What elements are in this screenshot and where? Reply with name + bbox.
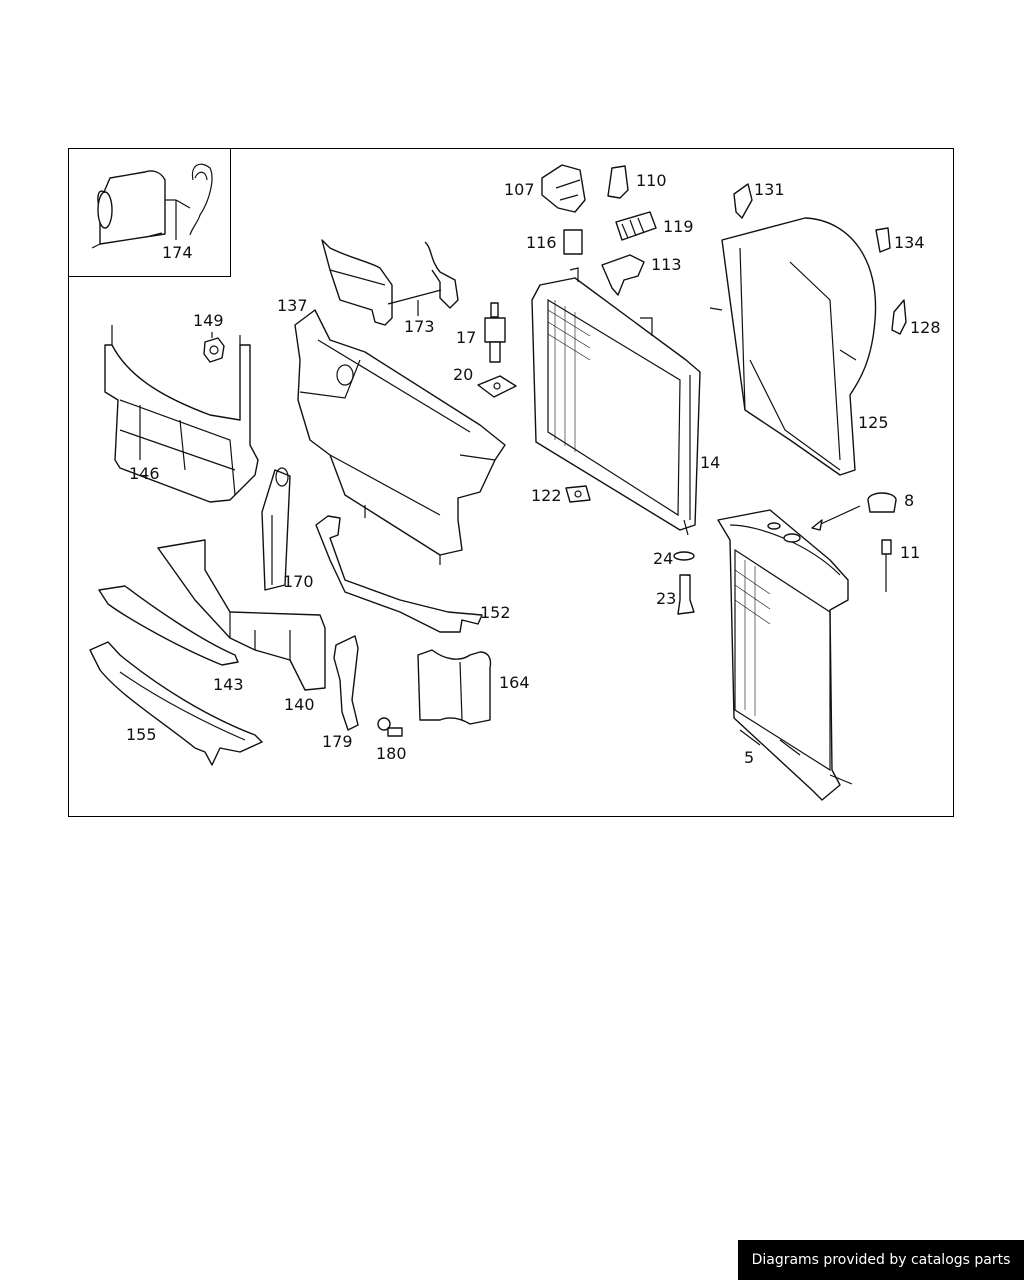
part-152-cross-member <box>315 515 483 633</box>
part-107-clip <box>541 164 586 213</box>
callout-125: 125 <box>858 413 889 432</box>
part-170-bracket <box>261 467 291 591</box>
callout-173: 173 <box>404 317 435 336</box>
callout-170: 170 <box>283 572 314 591</box>
part-149-nut <box>203 332 225 363</box>
part-5-radiator <box>717 509 853 801</box>
callout-5: 5 <box>744 748 754 767</box>
callout-17: 17 <box>456 328 476 347</box>
callout-155: 155 <box>126 725 157 744</box>
callout-8: 8 <box>904 491 914 510</box>
callout-24: 24 <box>653 549 673 568</box>
callout-20: 20 <box>453 365 473 384</box>
part-8-radiator-cap <box>811 492 897 531</box>
diagram-frame <box>68 148 954 817</box>
part-173-seals <box>321 239 459 326</box>
callout-14: 14 <box>700 453 720 472</box>
part-164-insulation <box>417 649 492 725</box>
part-119-bracket <box>615 211 657 241</box>
part-125-fan-shroud <box>709 183 877 476</box>
part-122-nut <box>565 485 591 503</box>
part-174-hose-sleeve <box>91 163 213 249</box>
part-11-sensor <box>881 539 892 592</box>
callout-107: 107 <box>504 180 535 199</box>
footer-text: Diagrams provided by catalogs parts <box>751 1252 1011 1268</box>
callout-116: 116 <box>526 233 557 252</box>
callout-140: 140 <box>284 695 315 714</box>
callout-143: 143 <box>213 675 244 694</box>
callout-149: 149 <box>193 311 224 330</box>
callout-labels: 174 107 110 131 116 119 134 113 137 173 … <box>126 171 941 767</box>
part-143-panel <box>98 585 239 666</box>
callout-110: 110 <box>636 171 667 190</box>
callout-152: 152 <box>480 603 511 622</box>
callout-23: 23 <box>656 589 676 608</box>
part-137-air-guide <box>294 309 506 565</box>
part-146-frame <box>104 325 259 503</box>
part-20-plate <box>477 375 517 398</box>
part-128-bracket <box>891 299 907 335</box>
part-116-block <box>563 229 583 255</box>
footer-attribution: Diagrams provided by catalogs parts <box>738 1240 1024 1280</box>
part-134-clip <box>875 227 891 253</box>
callout-113: 113 <box>651 255 682 274</box>
part-155-lower-member <box>89 641 263 766</box>
part-179-bracket <box>333 635 359 731</box>
part-140-duct <box>157 539 326 691</box>
callout-179: 179 <box>322 732 353 751</box>
callout-131: 131 <box>754 180 785 199</box>
callout-180: 180 <box>376 744 407 763</box>
callout-164: 164 <box>499 673 530 692</box>
part-14-condenser <box>531 267 701 536</box>
callout-11: 11 <box>900 543 920 562</box>
callout-137: 137 <box>277 296 308 315</box>
callout-146: 146 <box>129 464 160 483</box>
callout-122: 122 <box>531 486 562 505</box>
callout-119: 119 <box>663 217 694 236</box>
part-110-clip <box>607 165 629 199</box>
callout-128: 128 <box>910 318 941 337</box>
part-23-fitting <box>677 574 695 615</box>
inset-detail-box <box>68 148 231 277</box>
part-180-clip <box>377 717 403 737</box>
callout-174: 174 <box>162 243 193 262</box>
part-113-clip <box>601 254 645 296</box>
callout-134: 134 <box>894 233 925 252</box>
part-24-washer <box>673 551 695 561</box>
part-17-stud <box>484 302 506 363</box>
